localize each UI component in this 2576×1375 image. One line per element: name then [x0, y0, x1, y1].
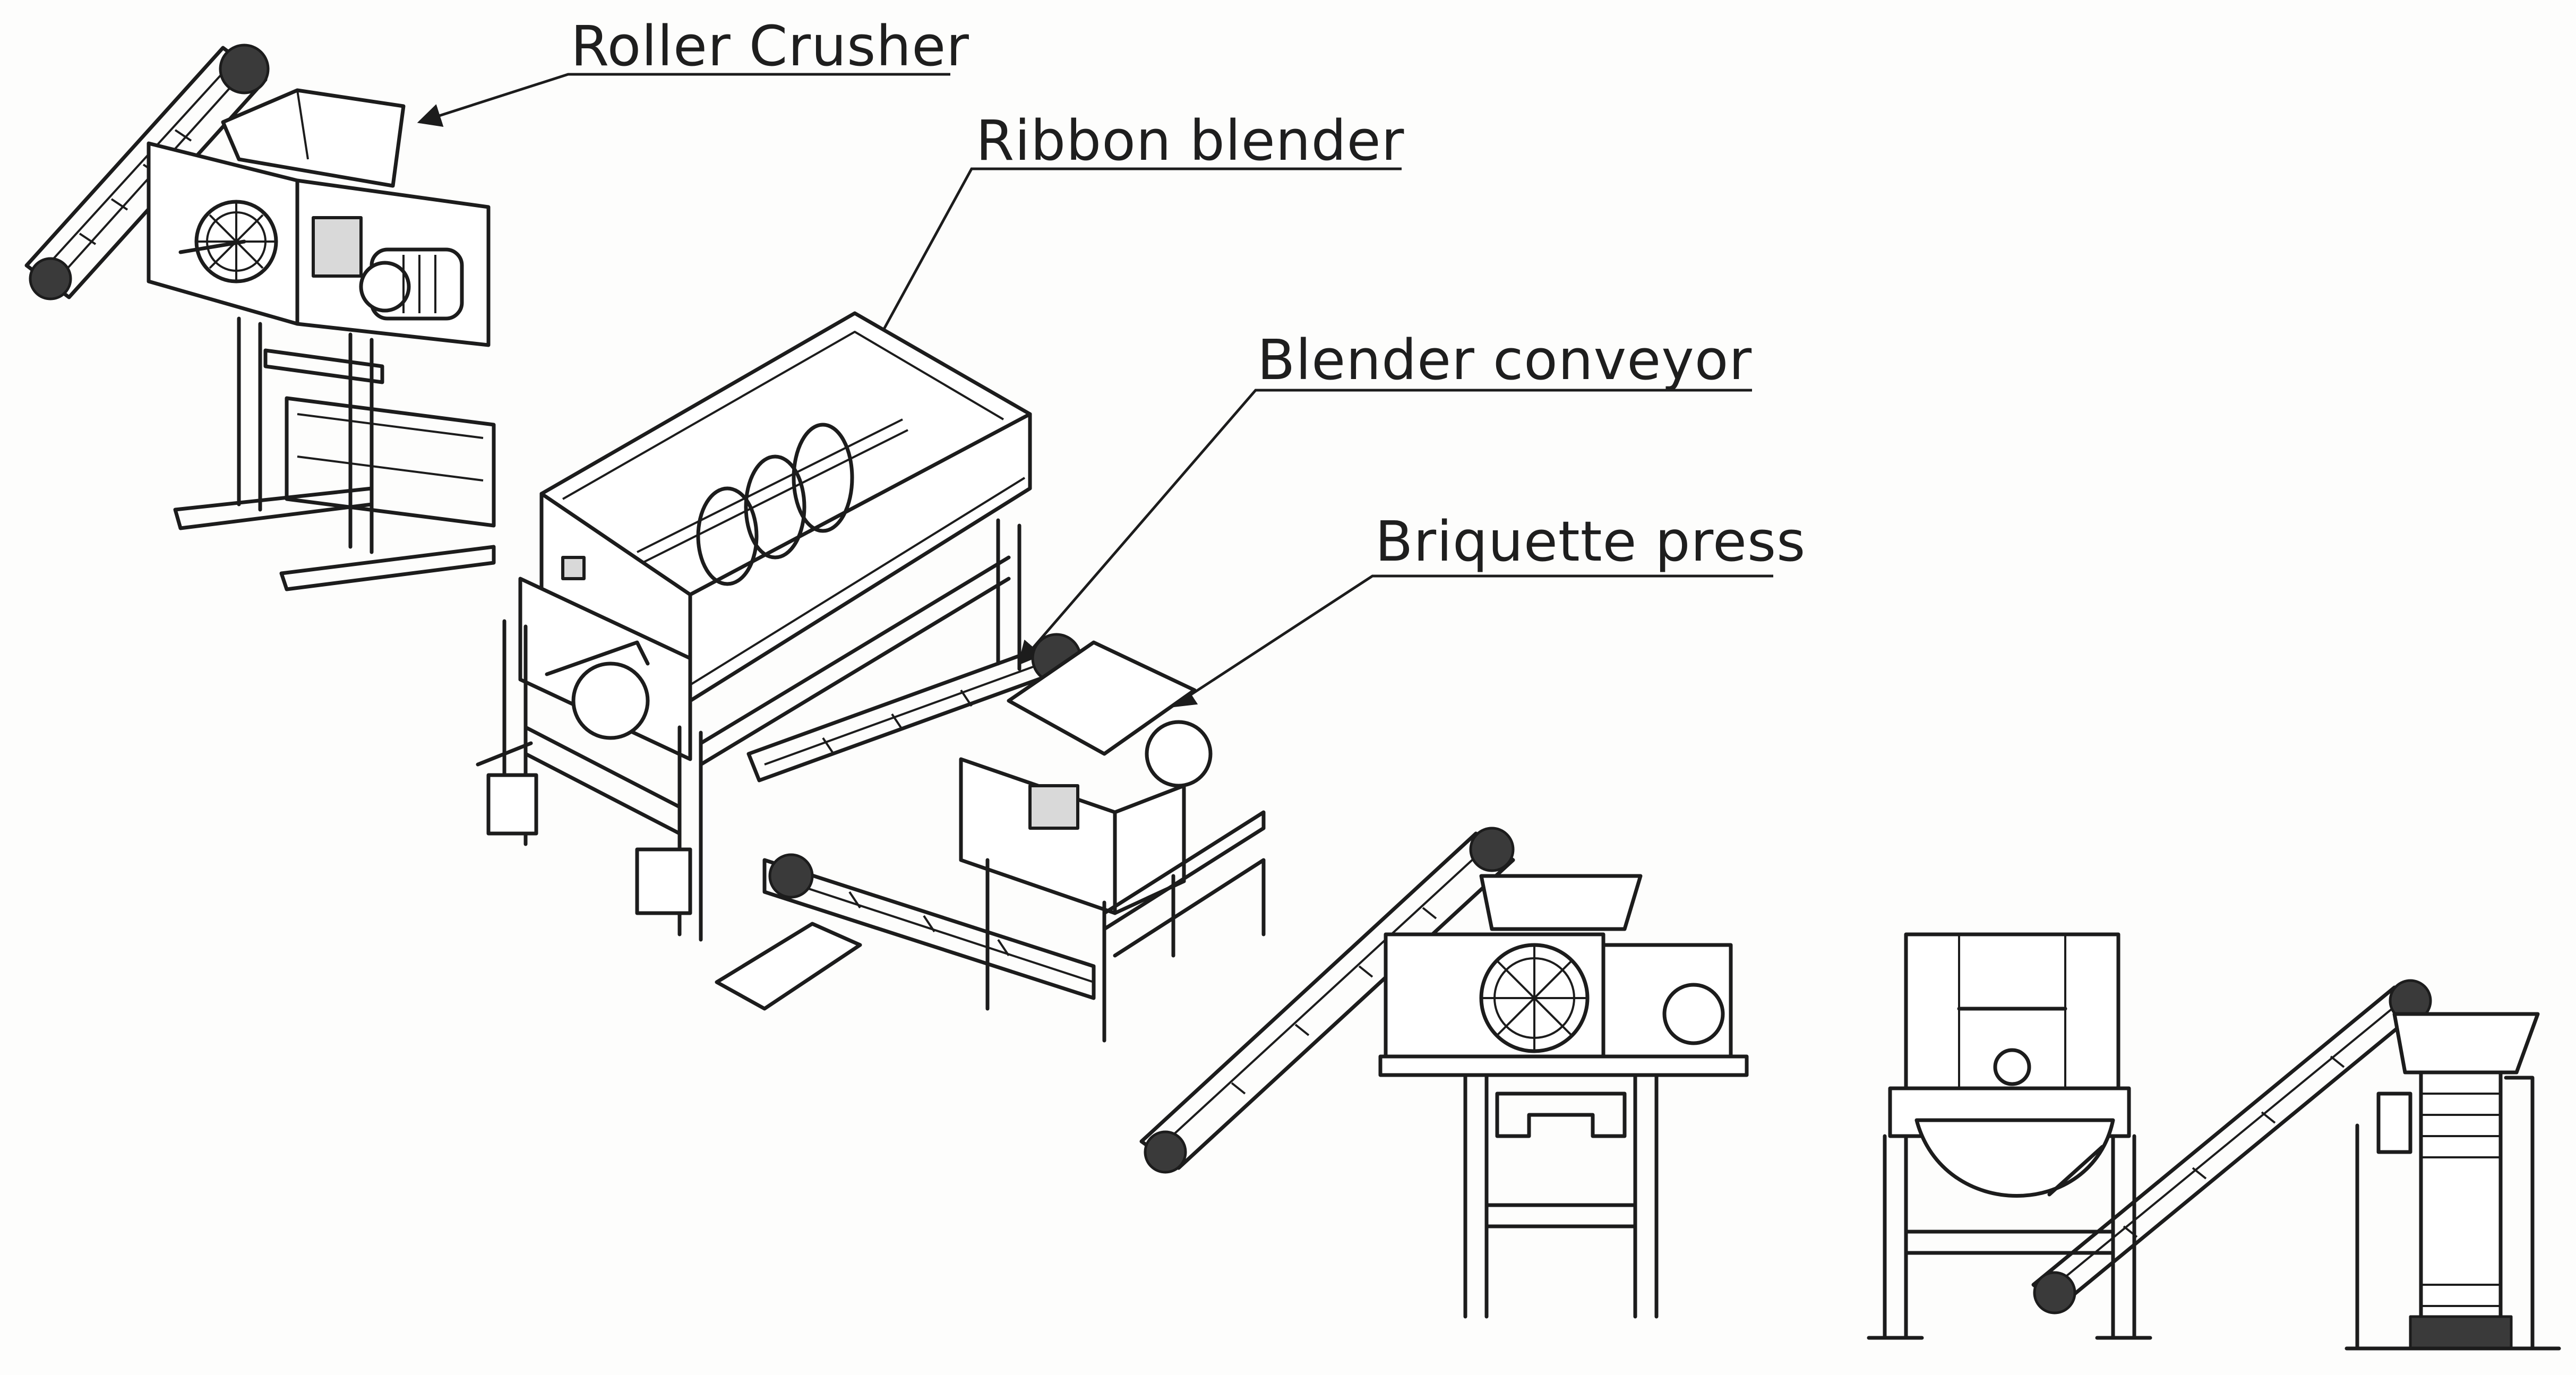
roller-crusher-drawing [24, 44, 496, 591]
label-briquette-press: Briquette press [1375, 509, 1806, 574]
blender-front-view-drawing [1867, 932, 2152, 1340]
leader-blender-conveyor [1018, 389, 1752, 666]
crusher-side-view-drawing [1139, 827, 1749, 1319]
leader-roller-crusher [417, 73, 950, 127]
press-front-view-drawing [2031, 979, 2561, 1351]
label-ribbon-blender: Ribbon blender [976, 108, 1405, 173]
label-roller-crusher: Roller Crusher [571, 14, 969, 79]
label-blender-conveyor: Blender conveyor [1257, 328, 1753, 392]
blender-conveyor-drawing [715, 633, 1096, 1011]
leader-briquette-press [1171, 574, 1773, 708]
ribbon-blender-drawing [476, 311, 1032, 942]
briquette-press-drawing [959, 640, 1266, 1043]
